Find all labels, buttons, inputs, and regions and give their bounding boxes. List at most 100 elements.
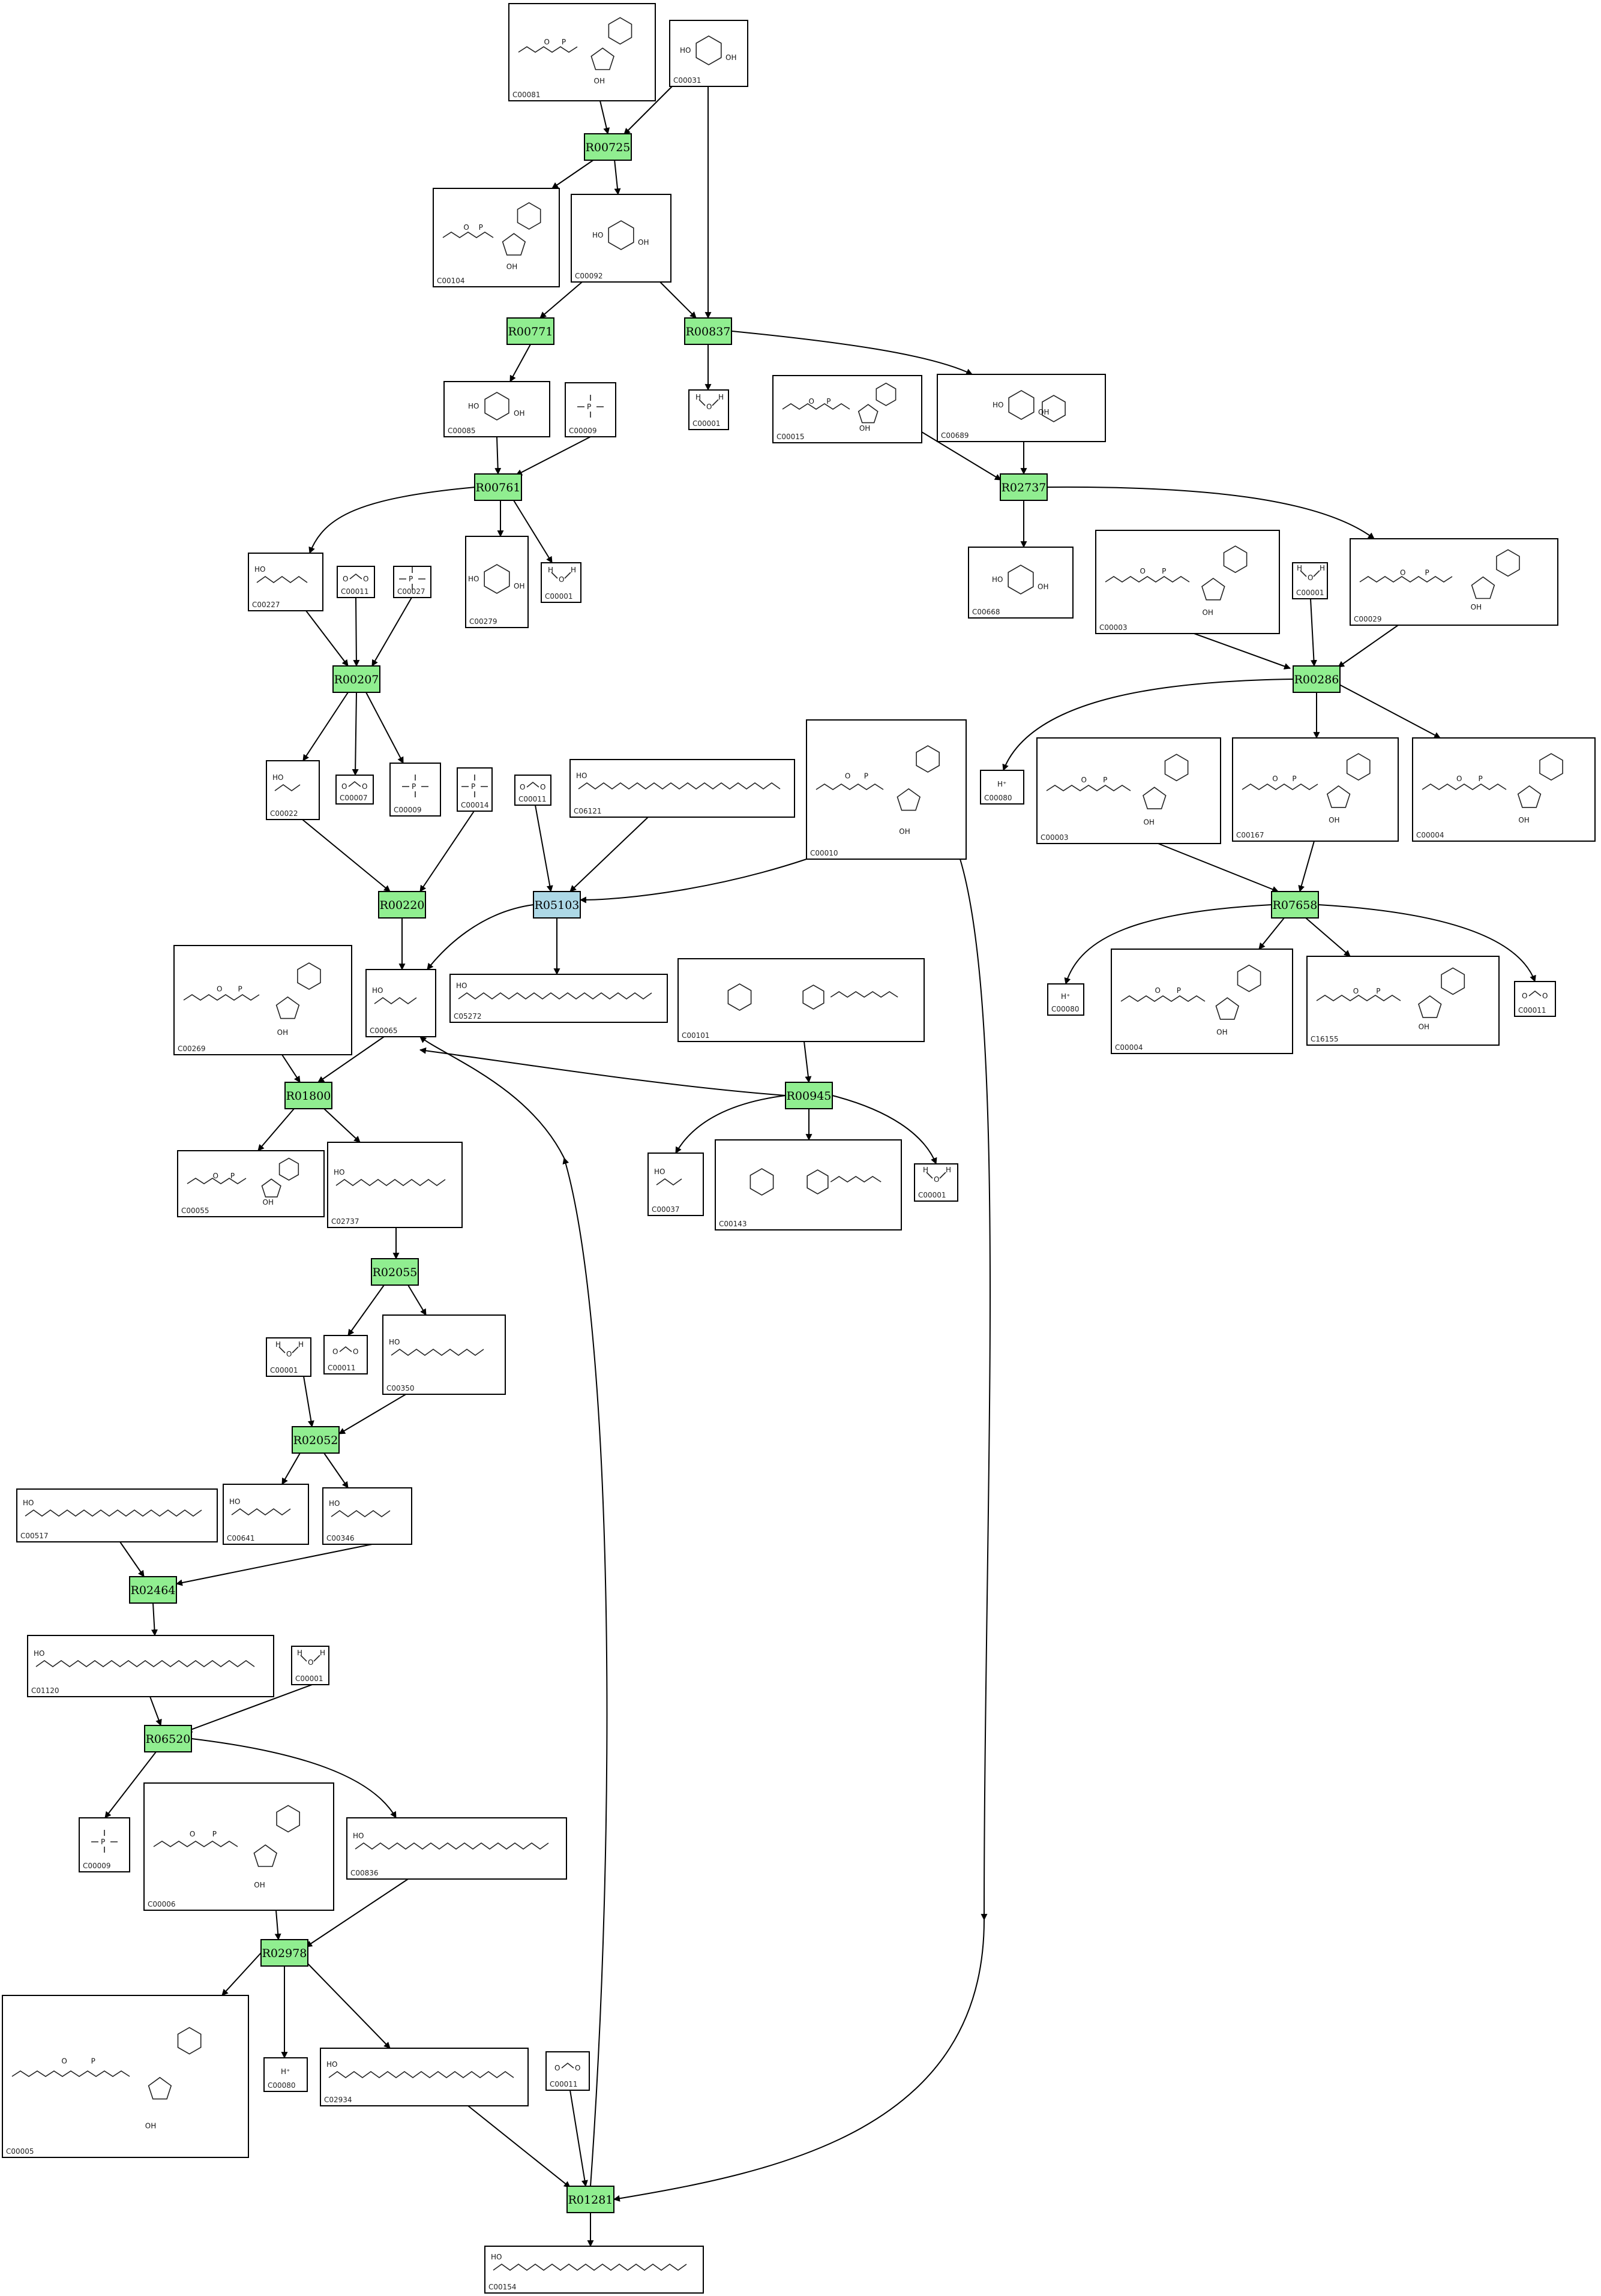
atom-label: O — [190, 1830, 195, 1838]
ring-bond — [807, 1169, 829, 1194]
reaction-box — [371, 1258, 419, 1286]
reaction-node[interactable]: R00286 — [1293, 665, 1341, 693]
furanose-bond — [253, 1844, 278, 1867]
compound-node[interactable]: C00143 — [715, 1139, 902, 1230]
atom-label: HO — [353, 1832, 364, 1840]
reaction-node[interactable]: R07658 — [1271, 891, 1319, 919]
reaction-node[interactable]: R01281 — [566, 2186, 614, 2213]
compound-box — [1306, 956, 1500, 1046]
reaction-box — [584, 133, 632, 161]
reaction-node[interactable]: R06520 — [144, 1725, 192, 1752]
ring-bond — [278, 1157, 299, 1181]
reaction-node[interactable]: R00761 — [474, 473, 522, 501]
reaction-node[interactable]: R00771 — [506, 317, 554, 345]
ring-bond — [517, 202, 541, 230]
ring-bond — [749, 1168, 774, 1196]
reaction-node[interactable]: R00220 — [378, 891, 426, 919]
compound-node[interactable]: H⁺C00080 — [263, 2057, 308, 2092]
reaction-node[interactable]: R02055 — [371, 1258, 419, 1286]
compound-node[interactable]: H⁺C00080 — [980, 770, 1024, 805]
reaction-node[interactable]: R00945 — [785, 1082, 833, 1109]
reaction-node[interactable]: R02737 — [1000, 473, 1048, 501]
reaction-node[interactable]: R02052 — [292, 1426, 340, 1454]
compound-id: C16155 — [1311, 1035, 1339, 1043]
atom-label: O — [332, 1347, 338, 1356]
compound-node[interactable]: C00101 — [677, 958, 925, 1042]
reaction-node[interactable]: R01800 — [284, 1082, 332, 1109]
compound-box — [565, 382, 616, 437]
reaction-edge — [104, 1751, 157, 1818]
reaction-edge — [599, 100, 610, 135]
reaction-node[interactable]: R02464 — [129, 1576, 177, 1604]
reaction-node[interactable]: R00725 — [584, 133, 632, 161]
compound-box — [1036, 737, 1221, 844]
compound-id: C00269 — [178, 1045, 206, 1053]
atom-label: OH — [1143, 818, 1154, 826]
reaction-node[interactable]: R00207 — [332, 665, 380, 693]
reaction-node[interactable]: R05103 — [533, 891, 581, 919]
reaction-edge — [509, 344, 531, 382]
compound-node[interactable]: H⁺C00080 — [1047, 983, 1084, 1016]
atom-label: H — [320, 1649, 325, 1657]
reaction-node[interactable]: R02978 — [260, 1939, 308, 1967]
reaction-edge — [535, 805, 553, 893]
atom-label: P — [91, 2057, 95, 2065]
compound-id: C00001 — [270, 1366, 298, 1374]
reaction-node[interactable]: R00837 — [684, 317, 732, 345]
compound-id: C00104 — [437, 277, 465, 285]
